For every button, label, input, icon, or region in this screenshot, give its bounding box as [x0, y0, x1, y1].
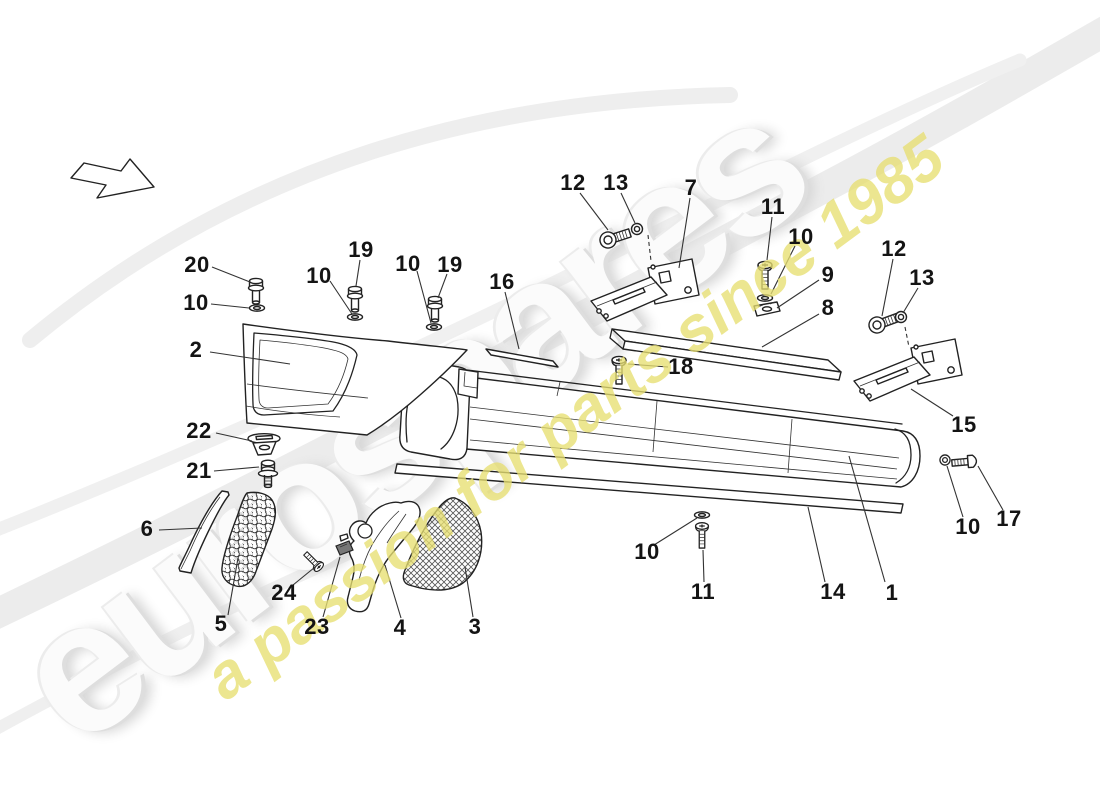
leader-line — [702, 549, 705, 583]
leader-line — [210, 303, 250, 309]
mesh-grille-5 — [221, 491, 277, 588]
dashed-alignment-line — [904, 326, 910, 348]
curved-trim-6 — [178, 490, 230, 574]
part-callout-22: 22 — [186, 418, 212, 443]
part-callout-10: 10 — [183, 290, 209, 315]
leader-line — [209, 351, 291, 365]
part-callout-20: 20 — [184, 252, 210, 277]
leader-line — [848, 455, 886, 583]
part-callout-21: 21 — [186, 458, 212, 483]
part-callout-16: 16 — [489, 269, 515, 294]
mounting-bracket-7 — [590, 258, 700, 322]
speed-nut-9 — [753, 301, 781, 317]
leader-line — [384, 564, 402, 619]
leader-line — [437, 273, 448, 299]
leader-line — [977, 465, 1004, 511]
part-callout-11: 11 — [690, 579, 716, 604]
leader-line — [620, 192, 636, 224]
trim-strip-8 — [609, 328, 842, 381]
leader-line — [902, 287, 919, 314]
leader-line — [807, 506, 826, 583]
part-callout-3: 3 — [468, 614, 482, 639]
part-callout-13: 13 — [603, 170, 629, 195]
leader-line — [627, 363, 669, 368]
part-callout-5: 5 — [214, 611, 228, 636]
part-callout-10: 10 — [788, 224, 814, 249]
leader-line — [770, 245, 796, 295]
part-callout-1: 1 — [885, 580, 899, 605]
swoosh-curve — [0, 16, 1100, 629]
part-callout-10: 10 — [955, 514, 981, 539]
part-callout-13: 13 — [909, 265, 935, 290]
side-member-panel — [465, 369, 921, 488]
leader-line — [766, 216, 773, 261]
part-callout-4: 4 — [393, 615, 407, 640]
part-callout-11: 11 — [760, 194, 786, 219]
leader-line — [504, 291, 520, 350]
leader-line — [292, 562, 321, 586]
part-callout-7: 7 — [684, 175, 698, 200]
leader-line — [761, 313, 820, 348]
leader-line — [215, 432, 253, 442]
dashed-alignment-line — [647, 234, 652, 262]
support-bracket-4 — [346, 500, 421, 613]
part-callout-2: 2 — [189, 337, 203, 362]
mesh-grille-3 — [402, 497, 483, 591]
swoosh-curve — [0, 53, 1027, 536]
leader-line — [227, 557, 239, 616]
leader-line — [653, 517, 698, 546]
leader-line — [322, 556, 341, 618]
leader-line — [881, 258, 894, 317]
leader-line — [213, 466, 260, 472]
part-callout-19: 19 — [437, 252, 463, 277]
leader-line — [158, 527, 203, 531]
part-callout-8: 8 — [821, 295, 835, 320]
sill-lower-strip — [394, 463, 904, 514]
part-callout-18: 18 — [668, 354, 694, 379]
part-callout-24: 24 — [271, 580, 297, 605]
part-callout-6: 6 — [140, 516, 154, 541]
leader-line — [355, 259, 361, 287]
trim-strip-16 — [485, 348, 559, 368]
part-callout-12: 12 — [881, 236, 907, 261]
part-callout-19: 19 — [348, 237, 374, 262]
part-callout-10: 10 — [634, 539, 660, 564]
leader-line — [776, 279, 820, 309]
leader-line — [910, 388, 954, 417]
leader-line — [329, 280, 353, 315]
part-callout-9: 9 — [821, 262, 835, 287]
part-callout-12: 12 — [560, 170, 586, 195]
part-callout-14: 14 — [820, 579, 846, 604]
direction-arrow-icon — [70, 158, 155, 199]
part-callout-23: 23 — [304, 614, 330, 639]
part-callout-17: 17 — [996, 506, 1022, 531]
leader-line — [946, 465, 964, 518]
leader-line — [211, 266, 251, 283]
side-member-trim-panel — [242, 323, 468, 436]
swoosh-curve — [22, 87, 738, 348]
leader-line — [464, 566, 474, 618]
part-callout-10: 10 — [395, 251, 421, 276]
clip-22 — [247, 433, 281, 456]
leader-lines — [158, 192, 1004, 619]
leader-line — [579, 192, 609, 231]
part-callout-15: 15 — [951, 412, 977, 437]
leader-line — [678, 197, 691, 269]
bolt-21 — [257, 459, 279, 489]
part-callout-10: 10 — [306, 263, 332, 288]
clip-nut-23 — [335, 533, 354, 556]
leader-line — [416, 270, 432, 324]
